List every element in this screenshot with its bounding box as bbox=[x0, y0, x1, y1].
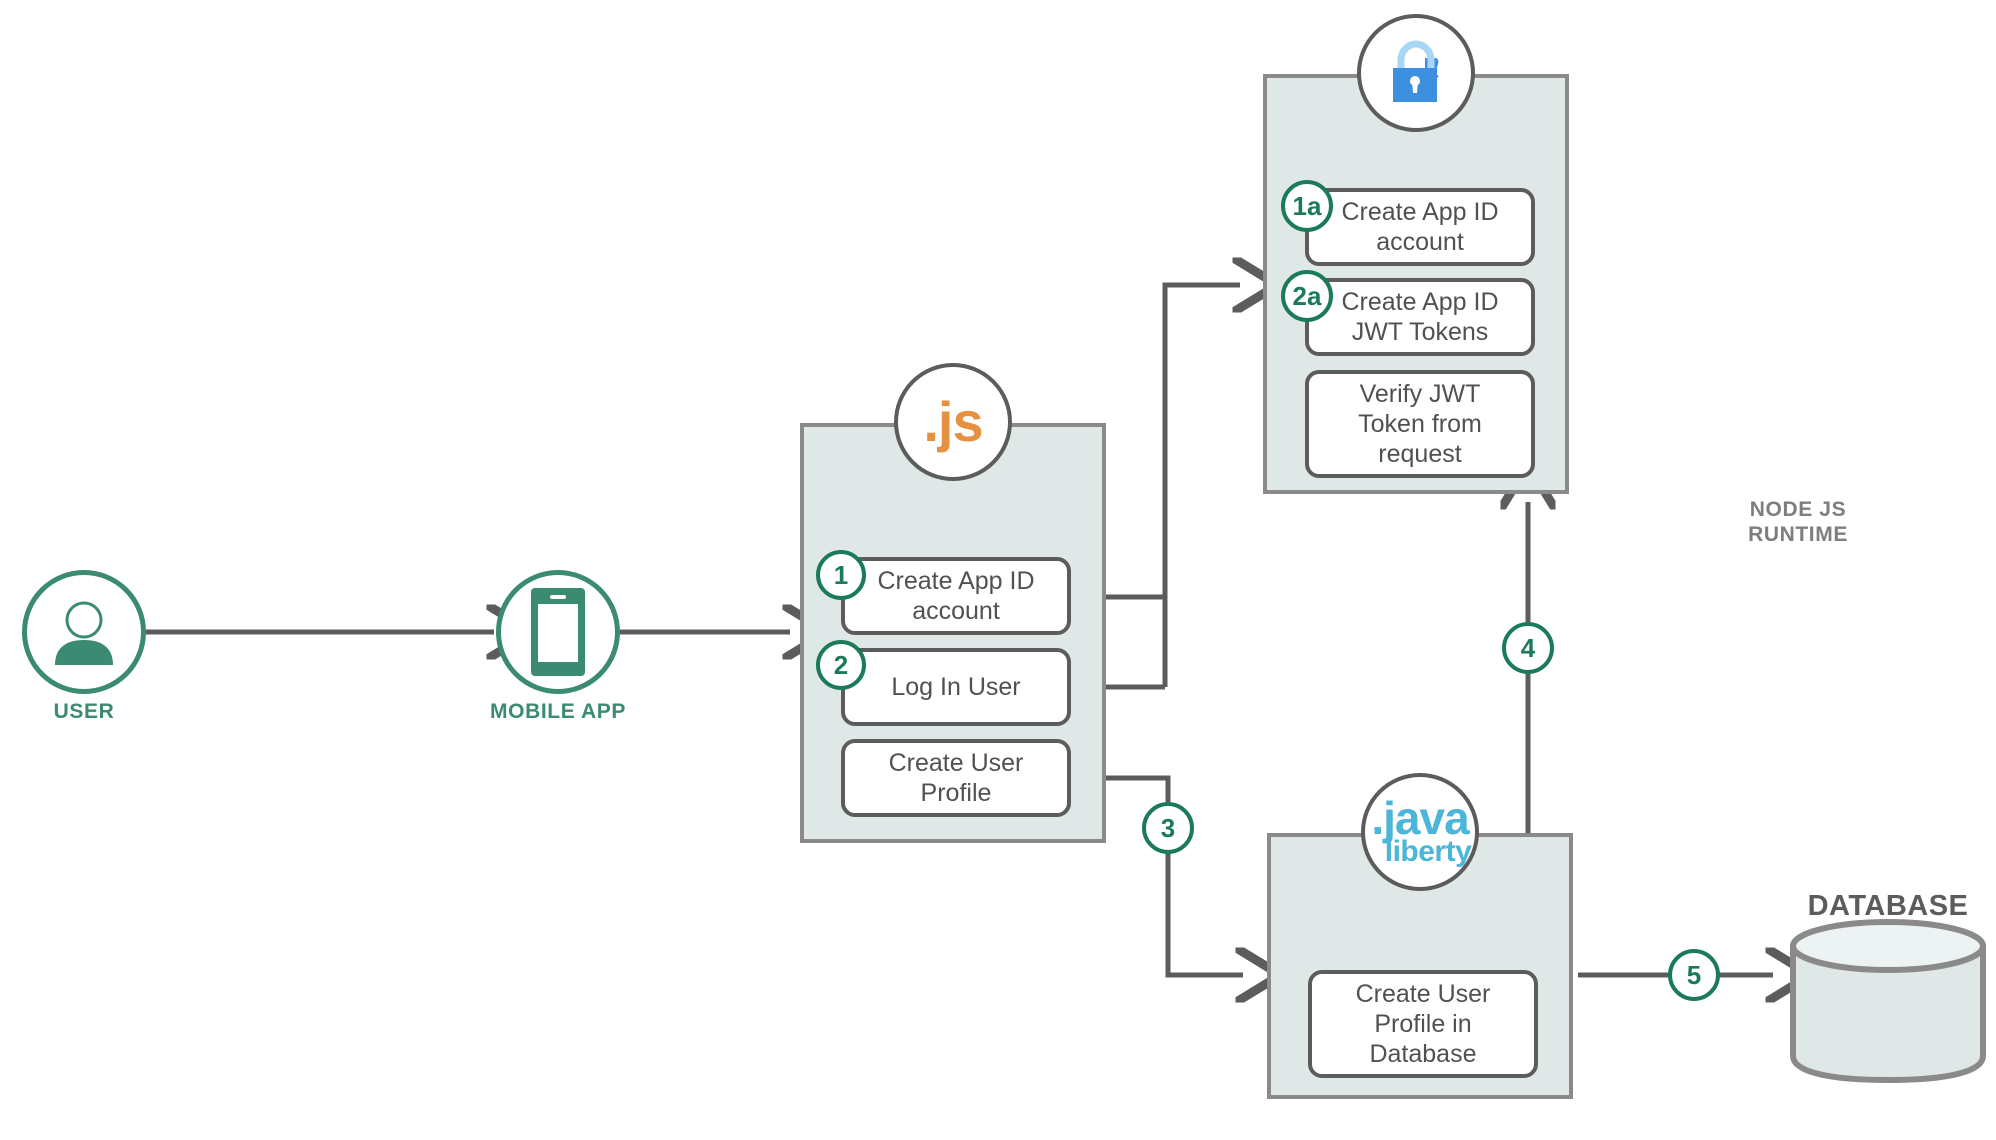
user-avatar-icon bbox=[55, 601, 113, 665]
container-label-line: NODE JS bbox=[1749, 498, 1847, 521]
task-label-line: Database bbox=[1369, 1040, 1477, 1068]
step-badge-2a: 2a bbox=[1281, 270, 1333, 322]
appid-padlock-face-icon bbox=[1393, 40, 1439, 102]
task-label-line: JWT Tokens bbox=[1351, 318, 1489, 346]
task-label-line: account bbox=[1376, 228, 1464, 256]
step-badge-1: 1 bbox=[816, 550, 866, 600]
task-label-line: Create App ID bbox=[877, 567, 1035, 595]
task-create-app-id-jwt-tokens[interactable]: Create App ID JWT Tokens bbox=[1305, 278, 1535, 356]
task-verify-jwt-token[interactable]: Verify JWT Token from request bbox=[1305, 370, 1535, 478]
container-app-id-label: APP ID bbox=[1263, 148, 1996, 173]
task-label-line: Create User bbox=[888, 749, 1024, 777]
task-create-app-id-account-appid[interactable]: Create App ID account bbox=[1305, 188, 1535, 266]
step-badge-3: 3 bbox=[1142, 802, 1194, 854]
container-label-line: RUNTIME bbox=[1748, 523, 1848, 546]
connector-create-profile-to-liberty bbox=[1071, 775, 1243, 975]
task-label-line: account bbox=[912, 597, 1000, 625]
java-logo-text: .java bbox=[1371, 792, 1469, 845]
nodejs-logo-circle: .js bbox=[894, 363, 1012, 481]
container-label-line: APP ID bbox=[1263, 148, 1996, 173]
task-log-in-user[interactable]: Log In User bbox=[841, 648, 1071, 726]
task-label-line: request bbox=[1378, 440, 1462, 468]
task-label-line: Create App ID bbox=[1341, 288, 1499, 316]
container-label-line: JAVA bbox=[1267, 932, 1996, 957]
task-create-user-profile-in-database[interactable]: Create User Profile in Database bbox=[1308, 970, 1538, 1078]
mobile-phone-icon bbox=[531, 588, 585, 676]
container-node-js-runtime-label: NODE JS RUNTIME bbox=[800, 497, 1996, 547]
actor-user-label: USER bbox=[53, 700, 115, 723]
actor-mobile-app-label: MOBILE APP bbox=[490, 700, 626, 723]
liberty-logo-text: liberty bbox=[1384, 834, 1472, 868]
task-create-user-profile[interactable]: Create User Profile bbox=[841, 739, 1071, 817]
task-label-line: Profile in bbox=[1374, 1010, 1472, 1038]
step-badge-1a: 1a bbox=[1281, 180, 1333, 232]
actor-mobile-app[interactable] bbox=[496, 570, 620, 694]
nodejs-logo-icon: .js bbox=[923, 390, 983, 453]
task-create-app-id-account-node[interactable]: Create App ID account bbox=[841, 557, 1071, 635]
actor-user[interactable] bbox=[22, 570, 146, 694]
step-badge-2: 2 bbox=[816, 640, 866, 690]
task-label-line: Create App ID bbox=[1341, 198, 1499, 226]
step-badge-5: 5 bbox=[1668, 949, 1720, 1001]
java-liberty-logo-circle: .java liberty bbox=[1361, 773, 1479, 891]
task-label-line: Verify JWT bbox=[1359, 380, 1481, 408]
task-label-line: Profile bbox=[920, 779, 992, 807]
task-label-line: Token from bbox=[1358, 410, 1482, 438]
task-label-line: Log In User bbox=[891, 673, 1021, 701]
appid-logo-circle bbox=[1357, 14, 1475, 132]
java-liberty-logo-icon: .java liberty bbox=[1369, 792, 1472, 868]
step-badge-4: 4 bbox=[1502, 622, 1554, 674]
task-label-line: Create User bbox=[1355, 980, 1491, 1008]
database-label: DATABASE bbox=[1807, 890, 1969, 922]
connector-trunk-to-appid bbox=[1162, 285, 1240, 687]
